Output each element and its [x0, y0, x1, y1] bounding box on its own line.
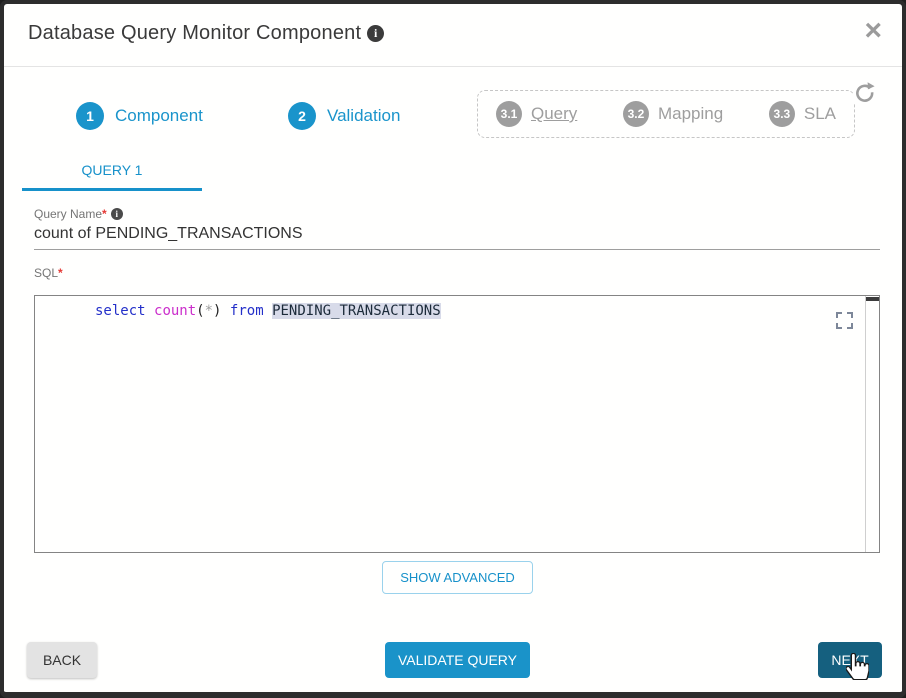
- substep-3-1-label: Query: [531, 104, 578, 123]
- step-validation[interactable]: 2 Validation: [288, 102, 400, 130]
- back-button[interactable]: BACK: [27, 642, 97, 678]
- sql-editor[interactable]: select count(*) from PENDING_TRANSACTION…: [34, 295, 880, 553]
- substep-3-3-label: SLA: [803, 104, 836, 123]
- tab-query-1-label: QUERY 1: [81, 162, 143, 178]
- validate-query-button[interactable]: VALIDATE QUERY: [385, 642, 530, 678]
- sql-token: PENDING_TRANSACTIONS: [272, 303, 441, 319]
- dialog-title: Database Query Monitor Component i: [28, 22, 385, 45]
- substep-query[interactable]: 3.1 Query: [496, 101, 577, 127]
- sql-code-line[interactable]: select count(*) from PENDING_TRANSACTION…: [95, 303, 441, 319]
- close-icon[interactable]: ×: [864, 14, 882, 47]
- sql-token: (: [196, 303, 205, 319]
- query-name-required-marker: *: [102, 207, 107, 221]
- substep-3-1-circle: 3.1: [496, 101, 522, 127]
- next-button[interactable]: NEXT: [818, 642, 882, 678]
- sql-token: select: [95, 303, 146, 319]
- query-name-label-text: Query Name: [34, 207, 103, 221]
- editor-scrollbar-thumb[interactable]: [866, 297, 879, 301]
- step-2-circle: 2: [288, 102, 316, 130]
- sql-token: ): [213, 303, 222, 319]
- substep-3-2-label: Mapping: [657, 104, 724, 123]
- show-advanced-button[interactable]: SHOW ADVANCED: [382, 561, 533, 594]
- substep-group: 3.1 Query 3.2 Mapping 3.3 SLA: [477, 90, 855, 138]
- sql-token: [264, 303, 272, 319]
- substep-3-2-circle: 3.2: [622, 101, 649, 127]
- query-name-info-icon[interactable]: i: [110, 208, 123, 220]
- step-2-label: Validation: [327, 106, 401, 125]
- query-name-label: Query Name*i: [34, 207, 123, 221]
- sql-token: [146, 303, 154, 319]
- sql-token: from: [229, 303, 264, 319]
- sql-token: [221, 303, 229, 319]
- step-1-label: Component: [115, 106, 203, 125]
- refresh-icon[interactable]: [853, 80, 877, 104]
- step-component[interactable]: 1 Component: [76, 102, 203, 130]
- dialog-header: Database Query Monitor Component i ×: [4, 4, 902, 67]
- editor-scrollbar[interactable]: [865, 296, 879, 552]
- dialog-title-text: Database Query Monitor Component: [28, 22, 362, 44]
- fullscreen-expand-icon[interactable]: [836, 312, 853, 329]
- step-1-circle: 1: [76, 102, 104, 130]
- substep-mapping[interactable]: 3.2 Mapping: [622, 101, 724, 127]
- tab-query-1[interactable]: QUERY 1: [22, 152, 202, 191]
- sql-label-text: SQL: [34, 266, 59, 280]
- sql-token: *: [204, 303, 214, 319]
- sql-token: count: [154, 303, 197, 319]
- info-icon[interactable]: i: [367, 25, 385, 43]
- sql-label: SQL*: [34, 266, 63, 280]
- substep-3-3-circle: 3.3: [768, 101, 795, 127]
- sql-required-marker: *: [58, 266, 63, 280]
- substep-sla[interactable]: 3.3 SLA: [768, 101, 836, 127]
- query-name-input[interactable]: count of PENDING_TRANSACTIONS: [34, 225, 880, 250]
